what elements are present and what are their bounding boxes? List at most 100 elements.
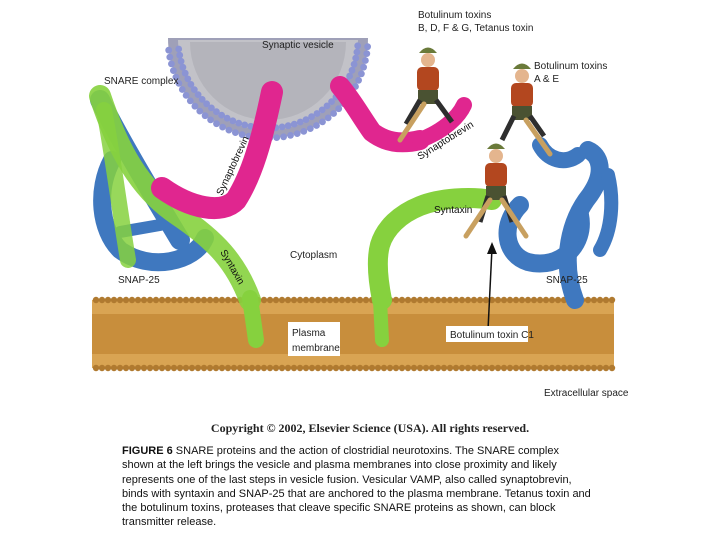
membrane-lipid-head [176, 296, 184, 304]
vesicle-lipid-head [170, 67, 177, 74]
membrane-lipid-head [404, 364, 412, 372]
membrane-lipid-head [290, 364, 298, 372]
membrane-lipid-head [128, 296, 136, 304]
vesicle-lipid-head [229, 117, 237, 125]
membrane-lipid-head [410, 296, 418, 304]
membrane-lipid-head [212, 296, 220, 304]
vesicle-lipid-head [175, 80, 183, 87]
membrane-lipid-head [236, 364, 244, 372]
vesicle-lipid-head [208, 104, 215, 112]
label-cytoplasm: Cytoplasm [290, 250, 337, 261]
vesicle-lipid-head [363, 50, 371, 57]
membrane-lipid-head [422, 364, 430, 372]
membrane-lipid-head [338, 364, 346, 372]
membrane-lipid-head [554, 364, 562, 372]
membrane-lipid-head [104, 364, 112, 372]
vesicle-lipid-head [360, 63, 367, 71]
vesicle-lipid-head [177, 57, 185, 65]
vesicle-lipid-head [235, 119, 243, 127]
membrane-lipid-head [218, 364, 226, 372]
membrane-lipid-head [590, 364, 598, 372]
vesicle-lipid-head [330, 110, 337, 117]
membrane-lipid-head [428, 296, 436, 304]
label-plasma-membrane-2: membrane [292, 343, 340, 354]
membrane-lipid-head [260, 296, 268, 304]
membrane-lipid-head [542, 364, 550, 372]
vesicle-lipid-head [213, 120, 220, 128]
vesicle-lipid-head [352, 54, 360, 62]
membrane-lipid-head [332, 296, 340, 304]
vesicle-lipid-head [346, 72, 353, 80]
membrane-lipid-head [284, 364, 292, 372]
membrane-lipid-head [278, 296, 286, 304]
vesicle-lipid-head [318, 106, 326, 114]
membrane-lipid-head [200, 364, 208, 372]
membrane-lipid-head [188, 296, 196, 304]
membrane-lipid-head [566, 364, 574, 372]
membrane-lipid-head [404, 296, 412, 304]
vesicle-lipid-head [353, 48, 361, 56]
membrane-lipid-head [326, 364, 334, 372]
membrane-lipid-head [320, 364, 328, 372]
membrane-lipid-head [110, 364, 118, 372]
membrane-lipid-head [296, 296, 304, 304]
vesicle-lipid-head [179, 63, 187, 71]
vesicle-lipid-head [232, 129, 239, 137]
membrane-lipid-head [476, 296, 484, 304]
membrane-lipid-head [146, 296, 154, 304]
vesicle-lipid-head [319, 118, 326, 126]
vesicle-lipid-head [313, 110, 321, 117]
membrane-lipid-head [512, 364, 520, 372]
membrane-lipid-head [524, 296, 532, 304]
label-snare-complex: SNARE complex [104, 76, 178, 87]
membrane-lipid-head [530, 364, 538, 372]
vesicle-lipid-head [219, 123, 227, 131]
membrane-lipid-head [98, 364, 106, 372]
membrane-lipid-head [428, 364, 436, 372]
membrane-lipid-head [296, 364, 304, 372]
vesicle-lipid-head [172, 73, 180, 81]
vesicle-lipid-head [196, 107, 204, 115]
membrane-lipid-head [242, 364, 250, 372]
membrane-lipid-head [536, 296, 544, 304]
membrane-lipid-head [350, 296, 358, 304]
vesicle-lipid-head [273, 134, 281, 142]
membrane-lipid-head [452, 364, 460, 372]
membrane-lipid-head [434, 364, 442, 372]
label-extracellular-space: Extracellular space [544, 388, 629, 399]
membrane-lipid-head [158, 296, 166, 304]
membrane-lipid-head [308, 364, 316, 372]
membrane-lipid-head [98, 296, 106, 304]
membrane-lipid-head [476, 364, 484, 372]
membrane-lipid-head [356, 364, 364, 372]
membrane-lipid-head [458, 296, 466, 304]
vesicle-lipid-head [287, 132, 294, 139]
caption-text: SNARE proteins and the action of clostri… [122, 445, 591, 529]
botulinum-c1-label-box [446, 326, 528, 342]
membrane-lipid-head [344, 296, 352, 304]
vesicle-lipid-head [324, 114, 332, 122]
membrane-lipid-head [398, 364, 406, 372]
membrane-lipid-head [314, 364, 322, 372]
membrane-lipid-head [422, 296, 430, 304]
membrane-lipid-head [548, 364, 556, 372]
label-botulinum-ae-1: Botulinum toxins [534, 61, 607, 72]
vesicle-lipid-head [168, 60, 175, 68]
membrane-lipid-head [518, 364, 526, 372]
vesicle-lipid-head [313, 122, 320, 129]
membrane-lipid-head [398, 296, 406, 304]
membrane-lipid-head [164, 296, 172, 304]
vesicle-lipid-head [306, 125, 314, 132]
vesicle-lipid-head [175, 45, 183, 53]
membrane-lipid-head [500, 364, 508, 372]
figure-caption: FIGURE 6 SNARE proteins and the action o… [122, 444, 592, 530]
vesicle-lipid-head [165, 46, 173, 54]
vesicle-lipid-head [187, 81, 195, 88]
vesicle-lipid-head [350, 60, 358, 68]
vesicle-lipid-head [354, 42, 362, 50]
membrane-lipid-head [332, 364, 340, 372]
membrane-lipid-head [344, 364, 352, 372]
vesicle-lipid-head [218, 111, 226, 119]
membrane-lipid-head [278, 364, 286, 372]
vesicle-lipid-head [323, 102, 331, 110]
